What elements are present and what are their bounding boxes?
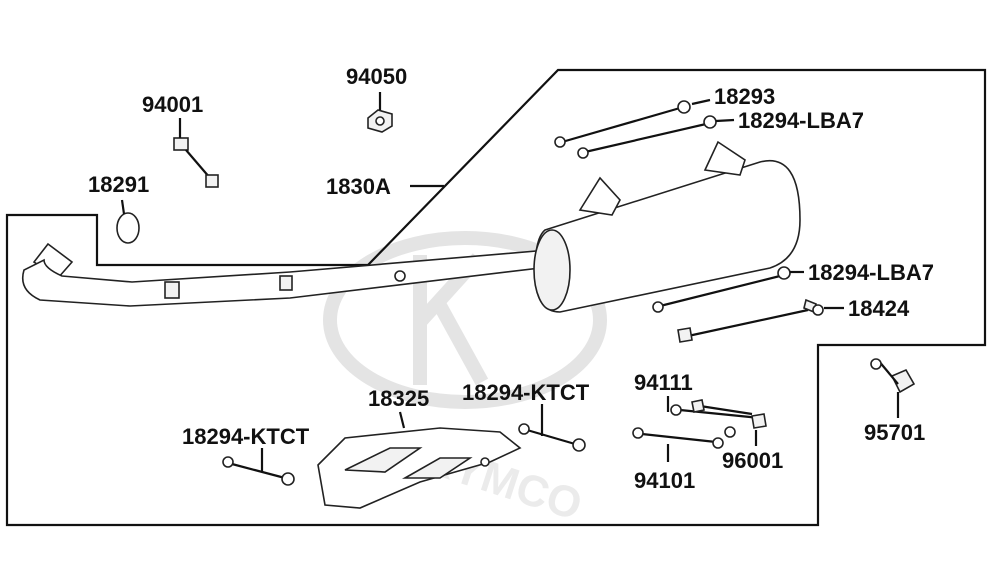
label-18293: 18293: [714, 84, 775, 109]
heat-shield: [317, 427, 522, 509]
label-18291: 18291: [88, 172, 149, 197]
part-18424-bolt: [677, 298, 824, 343]
assembly-outline: [5, 68, 987, 527]
part-94050-nut: [367, 109, 393, 133]
label-96001: 96001: [722, 448, 783, 473]
label-95701: 95701: [864, 420, 925, 445]
part-18294-lba7-top-bolt: [577, 115, 717, 159]
label-94111: 94111: [634, 370, 693, 395]
part-18293-bolt: [554, 100, 691, 148]
label-18294-ktct-right: 18294-KTCT: [462, 380, 590, 405]
part-18294-ktct-right-bolt: [518, 423, 586, 452]
label-94001: 94001: [142, 92, 203, 117]
label-94050: 94050: [346, 64, 407, 89]
label-1830A: 1830A: [326, 174, 391, 199]
label-18424: 18424: [848, 296, 910, 321]
part-95701-bolt: [870, 358, 916, 394]
label-18294-ktct-left: 18294-KTCT: [182, 424, 310, 449]
label-18294-lba7-top: 18294-LBA7: [738, 108, 864, 133]
part-94111-94101-96001-bolts: [632, 399, 767, 449]
exhaust-pipe: [21, 242, 550, 307]
part-94001-bolt: [173, 137, 219, 188]
label-18325: 18325: [368, 386, 429, 411]
label-18294-lba7-mid: 18294-LBA7: [808, 260, 934, 285]
muffler: [533, 140, 801, 313]
part-18291-gasket: [116, 212, 140, 244]
part-labels: 94050 94001 18291 1830A 18293 18294-LBA7…: [88, 64, 934, 493]
part-18294-lba7-mid-bolt: [652, 266, 791, 313]
label-94101: 94101: [634, 468, 695, 493]
part-18294-ktct-left-bolt: [222, 456, 295, 486]
leader-lines: [120, 92, 900, 472]
